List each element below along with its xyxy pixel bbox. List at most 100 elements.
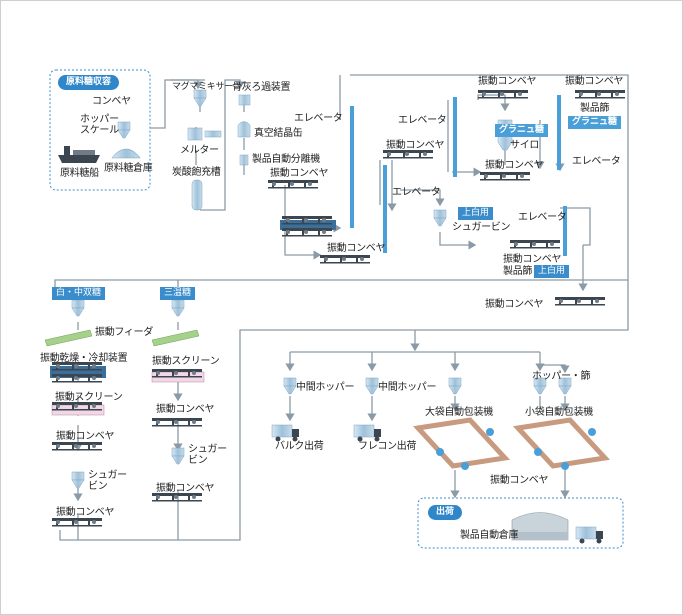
sugar-bin-2-icon [71,471,85,489]
screen-machine-2 [151,369,205,383]
hopper-icon [117,121,131,139]
label-vib-conv-6: 振動コンベヤ [565,76,624,87]
label-conveyor-top: コンベヤ [92,96,131,107]
tag-white-1: 上白用 [458,207,494,220]
elevator-5-icon [563,206,567,256]
label-elevator-1: エレベータ [294,113,343,124]
ship-icon [58,155,100,163]
carbonation-tank-icon [191,179,203,211]
label-small-packer: 小袋自動包装機 [525,407,593,418]
label-dryer: 振動乾燥・冷却装置 [40,353,128,364]
screen-machine-1 [51,402,105,416]
label-vib-feeder: 振動フィーダ [95,327,153,338]
small-packer-machine [512,417,611,470]
label-mid-hopper-2: 中間ホッパー [378,382,437,393]
label-screen-2: 振動スクリーン [152,356,220,367]
label-vib-conv-4: 振動コンベヤ [478,76,537,87]
raw-sugar-box [49,69,151,191]
label-vib-conv-13: 振動コンベヤ [490,475,549,486]
conveyor-5 [480,172,530,181]
shipping-box [417,497,624,549]
conveyor-11 [52,518,102,527]
label-raw-warehouse: 原料糖倉庫 [104,163,153,174]
label-elevator-3: エレベータ [398,115,447,126]
label-vib-conv-1: 振動コンベヤ [270,168,329,179]
label-melter: メルター [180,145,219,156]
elevator-1-icon [350,106,354,228]
label-hopper-scale: ホッパー スケール [80,114,119,136]
warehouse-dome-icon [111,148,141,159]
tag-white-2: 上白用 [534,265,570,278]
truck-bulk-icon [271,424,299,442]
label-vib-conv-10: 振動コンベヤ [156,404,215,415]
label-vib-conv-3: 振動コンベヤ [386,140,445,151]
sugar-bin-3-icon [171,447,185,465]
label-vacuum-pan: 真空結晶缶 [254,128,303,139]
conveyor-12 [152,493,202,502]
conveyor-machine-1 [280,216,336,237]
conveyor-4 [478,90,528,99]
centrifuge-icon [239,154,249,166]
label-sugar-bin-3: シュガー ビン [188,444,227,466]
elevator-3-icon [453,97,457,177]
dryer-machine [50,362,106,383]
label-vib-conv-12: 振動コンベヤ [156,483,215,494]
label-bulk: バルク出荷 [275,441,324,452]
mid-hopper-2-icon [365,377,379,395]
label-mid-hopper-1: 中間ホッパー [296,382,355,393]
tag-granule-1: グラニュ糖 [495,124,549,137]
sugar-bin-icon [433,209,447,227]
tag-granule-2: グラニュ糖 [568,116,622,129]
bone-filter-icon [238,94,251,106]
truck-flecon-icon [353,424,381,442]
label-elevator-5: エレベータ [518,212,567,223]
label-silo: サイロ [510,140,540,151]
conveyor-10 [152,418,202,427]
label-hopper-sieve: ホッパー・篩 [532,371,591,382]
mid-hopper-1-icon [283,377,297,395]
label-screen-1: 振動スクリーン [55,392,123,403]
label-carbonation: 炭酸飽充槽 [172,167,221,178]
conveyor-1 [268,180,318,189]
section-raw-sugar: 原料糖収容 [58,75,120,90]
label-large-packer: 大袋自動包装機 [425,407,493,418]
vib-feeder-icon [44,329,93,347]
label-centrifuge: 製品自動分離機 [252,154,320,165]
label-vib-conv-11: 振動コンベヤ [56,507,115,518]
section-white-mid: 白・中双糖 [52,287,106,300]
label-elevator-2: エレベータ [392,187,441,198]
label-product-sieve-2: 製品篩 [503,266,533,277]
label-flecon: フレコン出荷 [358,441,417,452]
label-vib-conv-2: 振動コンベヤ [327,243,386,254]
label-vib-conv-7: 振動コンベヤ [503,254,562,265]
label-bone-filter: 骨灰ろ過装置 [232,82,291,93]
large-packer-machine [412,417,511,470]
section-third: 三温糖 [160,287,196,300]
label-vib-conv-8: 振動コンベヤ [485,299,544,310]
conveyor-9 [52,442,102,451]
label-product-sieve-1: 製品篩 [580,103,610,114]
section-shipping: 出荷 [428,505,463,520]
conveyor-6 [575,90,625,99]
label-sugar-bin-2: シュガー ビン [88,470,127,492]
melter-icon [187,127,203,141]
vacuum-pan-icon [237,121,251,138]
label-magma-mixer: マグマミキサー [172,82,233,92]
large-hopper-icon [448,377,462,395]
label-elevator-4: エレベータ [572,156,621,167]
label-vib-conv-9: 振動コンベヤ [56,431,115,442]
label-vib-conv-5: 振動コンベヤ [485,160,544,171]
conveyor-2 [320,255,370,264]
elevator-4-icon [557,95,561,170]
conveyor-8 [555,297,605,306]
conveyor-3 [383,150,433,159]
hopper-third-icon [171,299,185,317]
label-sugar-bin-1: シュガービン [452,222,511,233]
conveyor-7 [510,240,560,249]
label-warehouse: 製品自動倉庫 [460,530,519,541]
label-raw-ship: 原料糖船 [60,168,99,179]
elevator-2-icon [383,165,387,253]
hopper-white-icon [71,299,85,317]
